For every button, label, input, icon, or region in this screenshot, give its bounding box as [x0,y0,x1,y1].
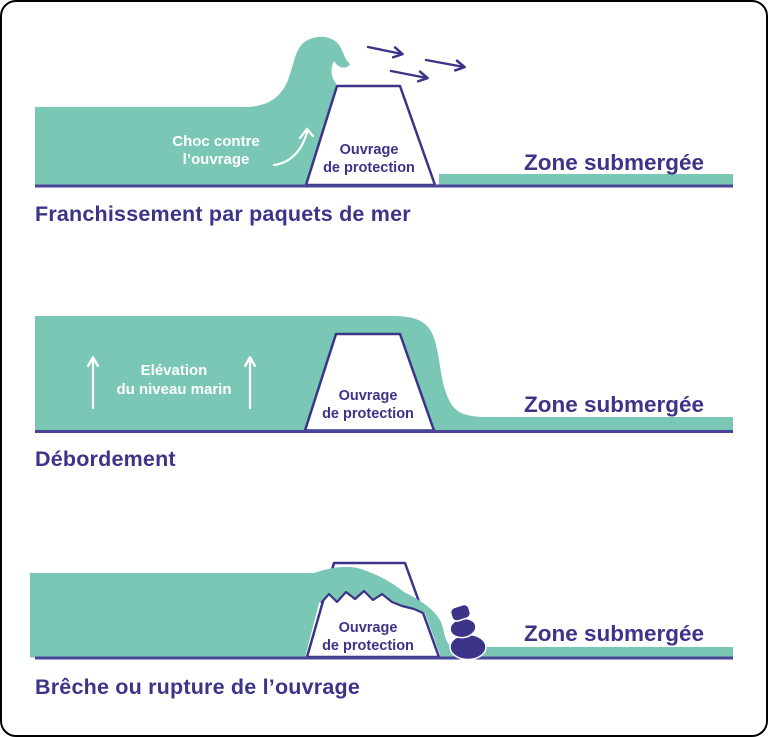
structure-label-line2: de protection [322,638,414,654]
panel-title: Débordement [35,447,176,471]
rise-arrows-icon [86,356,257,410]
submerged-strip [439,174,733,185]
annotation-line2: du niveau marin [116,381,231,398]
stone-bottom [449,633,487,661]
rubble-icon [449,603,487,661]
structure-label-line1: Ouvrage [340,142,399,158]
breach-line [320,589,424,615]
breach-water-shape [30,566,733,658]
stone-top [449,603,472,622]
wave-water-shape [35,36,350,185]
zone-label: Zone submergée [524,392,704,417]
zone-label: Zone submergée [524,150,704,175]
zone-label: Zone submergée [524,621,704,646]
panel-debordement: Elévation du niveau marin Ouvrage de pro… [35,316,733,471]
structure-label-line1: Ouvrage [339,388,398,404]
panel-title: Franchissement par paquets de mer [35,202,411,226]
structure-label-line2: de protection [322,406,414,422]
structure-label-line1: Ouvrage [339,620,398,636]
annotation-line1: Choc contre [172,133,260,150]
impact-arrow-icon [272,127,315,167]
structure-label-line2: de protection [323,160,415,176]
panel-title: Brêche ou rupture de l’ouvrage [35,675,360,699]
panel-breche: Ouvrage de protection Zone submergée Brê… [30,561,733,699]
panel-franchissement: Choc contre l’ouvrage Ouvrage de protect… [35,36,733,226]
annotation-line2: l’ouvrage [183,151,250,168]
spray-arrows-icon [366,45,466,83]
annotation-line1: Elévation [141,362,208,379]
